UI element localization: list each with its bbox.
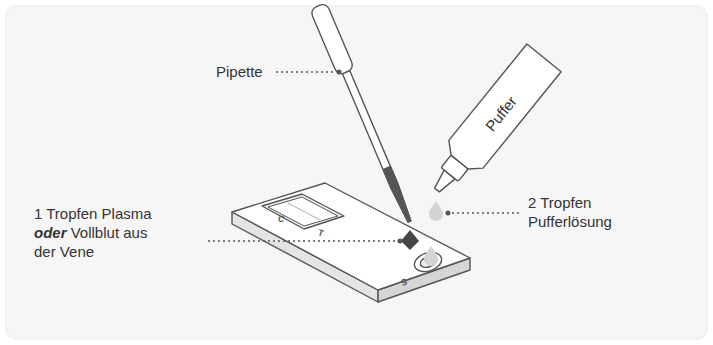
step-label: 1 Tropfen Plasmaoder Vollblut ausder Ven… [34, 204, 152, 261]
leader-lines [208, 72, 520, 241]
drops [401, 201, 443, 266]
buffer-bottle [420, 44, 561, 204]
part-label: Pipette [216, 62, 263, 81]
step-label: 2 TropfenPufferlösung [528, 193, 612, 231]
background-panel [6, 6, 707, 339]
pipette [310, 2, 418, 224]
test-cassette [232, 183, 470, 302]
leader-dots [337, 70, 451, 244]
